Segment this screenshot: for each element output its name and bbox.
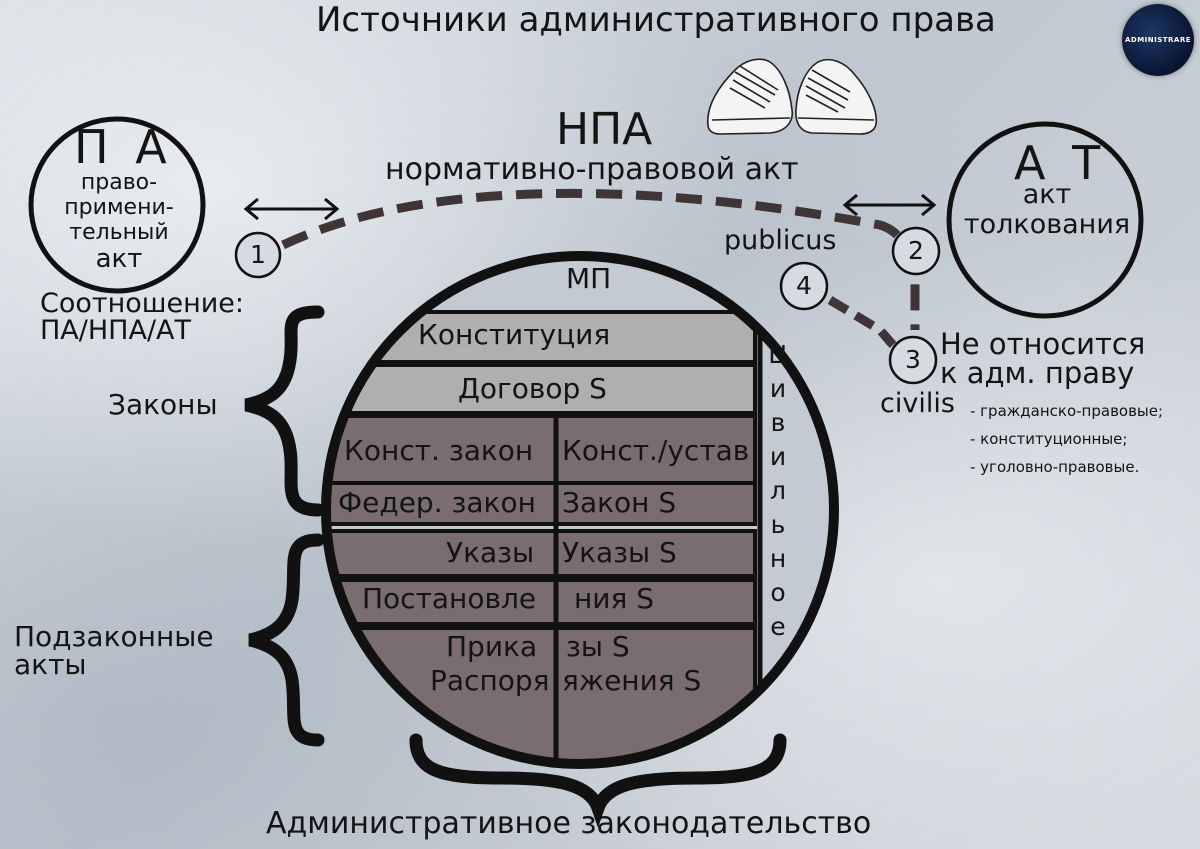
civil-vertical-letter: и [769,442,787,471]
cell-const-charter: Конст./устав [562,434,750,467]
relation-line: ПА/НПА/АТ [40,315,192,346]
pa-desc-line: право- [80,170,158,195]
civil-vertical-letter: о [770,578,786,607]
bylaws-line: акты [14,648,87,681]
relation-label: Соотношение: ПА/НПА/АТ [40,290,244,344]
pa-desc-line: акт [95,244,143,274]
laws-label: Законы [108,388,218,421]
not-related-line: к адм. праву [940,356,1135,390]
row-const-law [326,414,757,485]
laws-brace [244,305,325,517]
cell-constitution: Конституция [418,318,611,351]
cell-const-law: Конст. закон [344,434,534,467]
cell-decrees: Указы [446,536,535,569]
marker-2-circle [891,226,941,276]
npa-full-name: нормативно-правовой акт [385,152,799,187]
bylaws-brace [248,533,325,747]
not-related-item: - гражданско-правовые; [970,402,1164,420]
cell-treaty: Договор S [458,372,607,405]
at-desc-line: толкования [963,209,1131,240]
at-circle [946,121,1144,319]
pa-circle [28,116,206,294]
marker-4: 4 [796,271,812,300]
cell-orders-left: Прика [446,630,538,663]
bylaws-label: Подзаконные акты [14,623,214,679]
civil-vertical-letter: Ц [768,340,788,369]
at-desc-line: акт [1022,179,1072,210]
bylaws-line: Подзаконные [14,620,214,653]
logo-text: ADMINISTRARE [1124,36,1192,44]
civil-vertical-letter: и [769,374,787,403]
cell-directives-right: яжения S [562,664,702,697]
publicus-label: publicus [724,225,837,256]
civilis-label: civilis [880,388,955,419]
left-double-arrow [243,197,340,221]
cell-law-s: Закон S [562,486,677,519]
not-related-line: Не относится [940,327,1146,361]
civil-vertical-letter: л [770,476,786,505]
not-related-item: - конституционные; [970,430,1128,448]
cell-resolutions-right: ния S [574,582,655,615]
marker-2: 2 [908,236,924,265]
mp-label: МП [566,262,612,295]
row-decrees [326,529,757,578]
administrare-logo: ADMINISTRARE [1122,4,1194,76]
pa-desc-line: тельный [69,220,169,245]
cell-decrees-s: Указы S [562,536,677,569]
admin-legislation-label: Административное законодательство [266,806,872,841]
mp-circle-outline [321,251,839,769]
admin-brace [409,733,787,828]
civil-vertical-letter: н [769,544,787,573]
civil-vertical-letter: в [770,408,786,437]
marker-3: 3 [905,345,921,374]
marker-1: 1 [250,240,266,269]
cell-fed-law: Федер. закон [338,486,536,519]
at-abbr: А Т [1014,136,1107,190]
pa-desc-line: примени- [64,195,174,220]
marker-1-circle [234,231,282,279]
npa-dashed-arc [281,188,920,330]
pa-description: право- примени- тельный акт [28,170,210,273]
row-fed-law [326,481,757,526]
civil-vertical-letter: е [770,612,786,641]
civil-vertical-letter: ь [770,510,786,539]
cell-resolutions-left: Постановле [362,582,537,615]
not-related-item: - уголовно-правовые. [970,458,1140,476]
sneakers-illustration [707,58,878,135]
publicus-dashed-line [827,296,897,348]
right-double-arrow [842,193,937,217]
npa-abbr: НПА [556,104,653,155]
not-related-title: Не относится к адм. праву [940,330,1145,388]
relation-line: Соотношение: [40,288,245,319]
row-resolutions [326,578,757,626]
pa-abbr: П А [74,120,173,174]
marker-4-circle [779,261,829,311]
cell-directives-left: Распоря [430,664,550,697]
marker-3-circle [888,335,938,385]
at-description: акт толкования [940,180,1154,240]
page-title: Источники административного права [316,0,996,40]
cell-orders-right: зы S [566,630,630,663]
row-treaty [326,363,757,415]
